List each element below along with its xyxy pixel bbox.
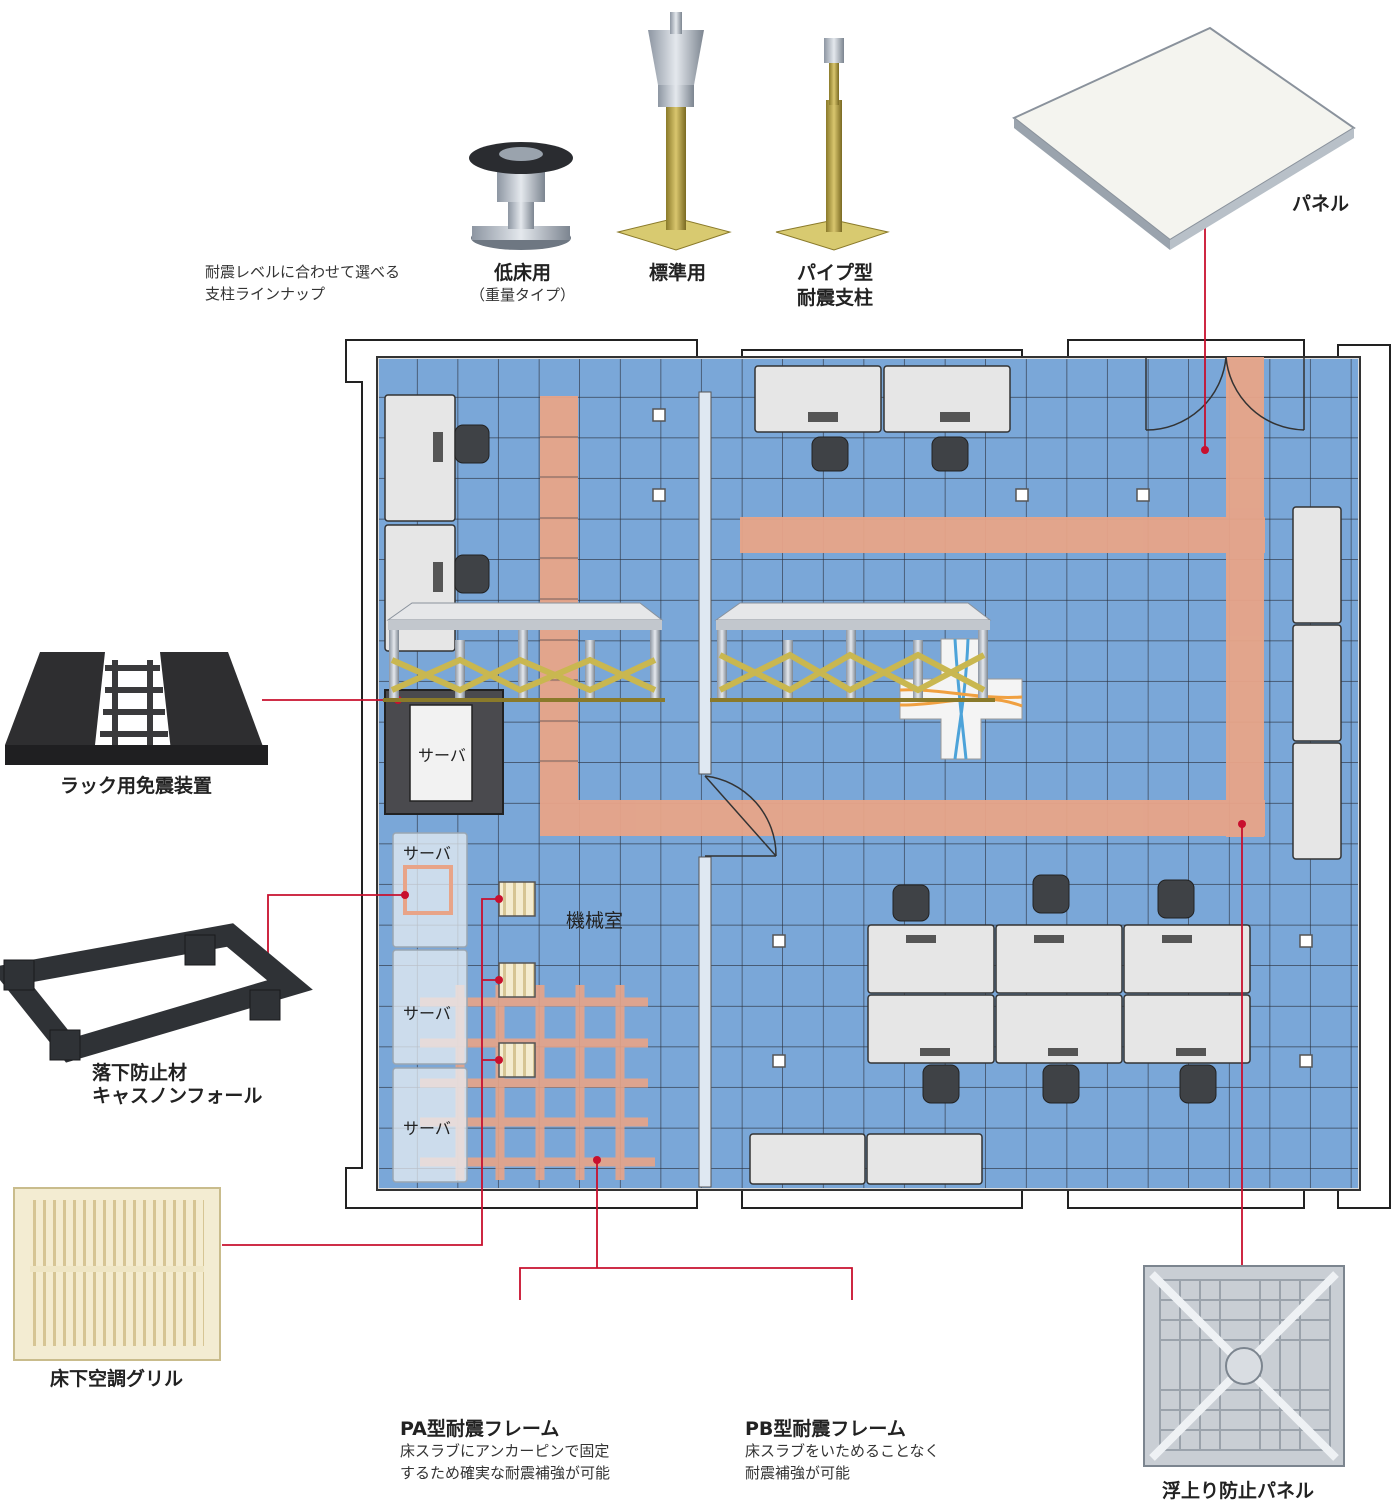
server-main-label: サーバ [418,746,466,765]
machine-room-label: 機械室 [566,910,624,932]
pa-frame-title: PA型耐震フレーム [400,1418,560,1440]
pipe-label-line2: 耐震支柱 [796,287,873,309]
pb-frame-desc-line1: 床スラブをいためることなく [745,1442,940,1460]
panel-label: パネル [1292,193,1350,215]
fall-prevent-label-line2: キャスノンフォール [92,1085,263,1107]
pa-frame-desc-line2: するため確実な耐震補強が可能 [400,1464,611,1482]
rack-isolator-label: ラック用免震装置 [60,775,213,797]
office-desks [384,365,1342,1185]
server-racks-ghost [392,832,468,1183]
low-floor-sublabel: （重量タイプ） [469,286,575,304]
panel-illustration [1012,26,1356,250]
grille-label: 床下空調グリル [50,1368,184,1390]
lineup-caption-line2: 支柱ラインナップ [205,285,326,303]
float-panel-label: 浮上り防止パネル [1162,1480,1315,1502]
door-top-right [1145,356,1305,431]
keyboards [433,412,1206,1056]
standard-label: 標準用 [648,262,706,284]
rack-isolator-illustration [5,652,268,765]
seismic-frame-band [540,357,1265,837]
server-3-label: サーバ [403,1119,451,1138]
caster-fall-illustration [0,923,313,1063]
pb-frame-desc-line2: 耐震補強が可能 [745,1464,851,1482]
pa-frame-desc-line1: 床スラブにアンカーピンで固定 [400,1442,610,1460]
server-rack-isolated [384,689,504,815]
fall-prevent-label-line1: 落下防止材 [92,1062,188,1084]
grille-illustration [13,1187,221,1361]
pipe-label-line1: パイプ型 [796,262,873,284]
seismic-frame-lines [540,436,578,762]
low-floor-pedestal-illustration [469,142,573,250]
partition-wall [698,391,777,1188]
float-panel-illustration [1143,1265,1345,1467]
pb-frame-illustration [710,602,995,702]
floor-grilles [498,881,536,1078]
floor-outlets [652,408,1313,1068]
low-floor-label: 低床用 [493,262,551,284]
pb-frame-title: PB型耐震フレーム [745,1418,906,1440]
pa-frame-illustration [383,602,665,702]
server-2-label: サーバ [403,1004,451,1023]
pipe-pedestal-illustration [775,38,890,251]
server-1-label: サーバ [403,844,451,863]
lineup-caption-line1: 耐震レベルに合わせて選べる [205,263,401,281]
standard-pedestal-illustration [616,12,732,251]
office-chairs [454,424,1217,1104]
caster-fall-frame [403,865,453,915]
